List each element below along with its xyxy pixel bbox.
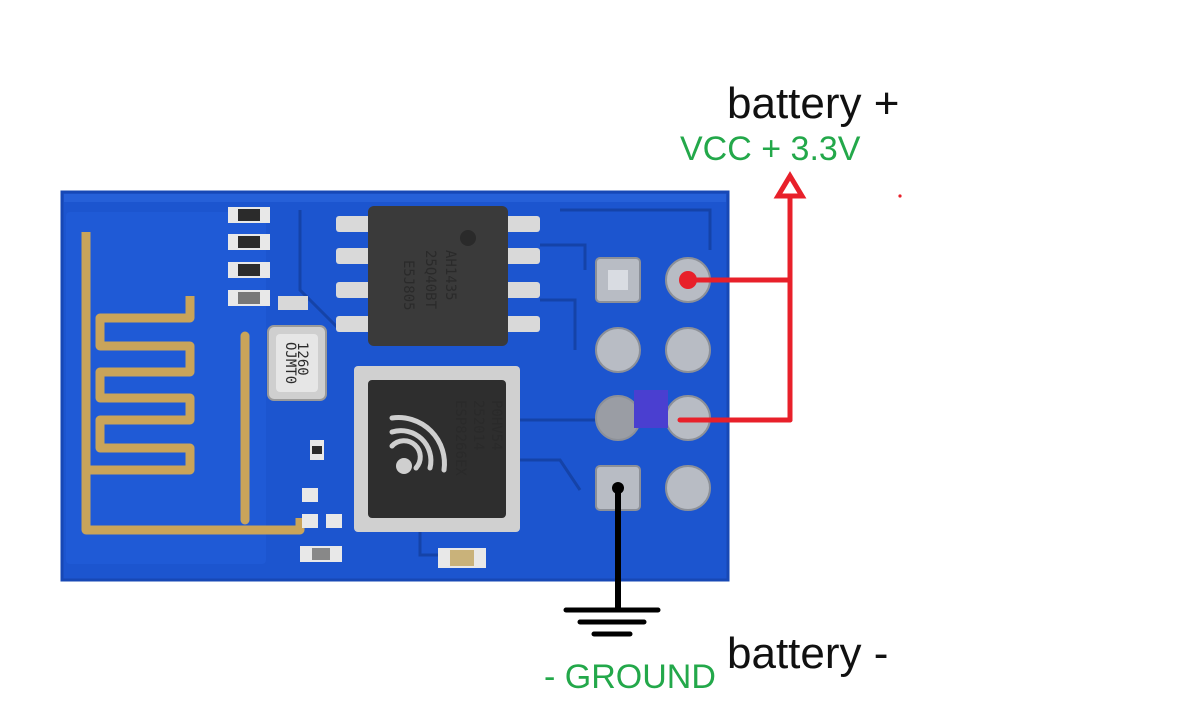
flash-chip-line-3: E5J805 [400,260,416,311]
vcc-label: VCC + 3.3V [680,130,861,168]
battery-plus-label: battery + [727,79,900,128]
pin-2-2 [665,327,711,373]
vcc-wiring [677,171,807,423]
crystal-label-1: 1260 [294,342,310,376]
pin-2-1 [595,327,641,373]
antenna-area [66,212,266,564]
crystal-label-2: OJMT0 [282,342,298,384]
pin-3-1 [595,395,641,441]
mcu-line-3: P0HV54 [488,400,504,451]
jumper-marker [634,390,668,428]
flash-chip: AH1435 25Q40BT E5J805 [336,206,540,346]
pcb-highlight [64,194,726,202]
flash-chip-line-2: 25Q40BT [422,250,438,310]
mcu-line-2: 252014 [470,400,486,451]
esp8266-chip: ESP8266EX 252014 P0HV54 [354,366,520,532]
ground-label: - GROUND [544,658,716,696]
crystal-oscillator: 1260 OJMT0 [267,325,327,401]
antenna-trace [81,232,305,535]
stray-dot [898,194,902,198]
ground-symbol-icon [563,607,661,637]
arrow-up-icon [773,171,807,199]
flash-chip-line-1: AH1435 [442,250,458,301]
smd-components-left [228,207,486,568]
mcu-line-1: ESP8266EX [452,400,468,476]
ground-wiring [563,482,661,637]
espressif-logo-icon [389,415,447,474]
pin-4-2 [665,465,711,511]
esp01-board: 1260 OJMT0 AH1435 25Q40BT E5J805 [60,190,730,582]
battery-minus-label: battery - [727,629,889,678]
